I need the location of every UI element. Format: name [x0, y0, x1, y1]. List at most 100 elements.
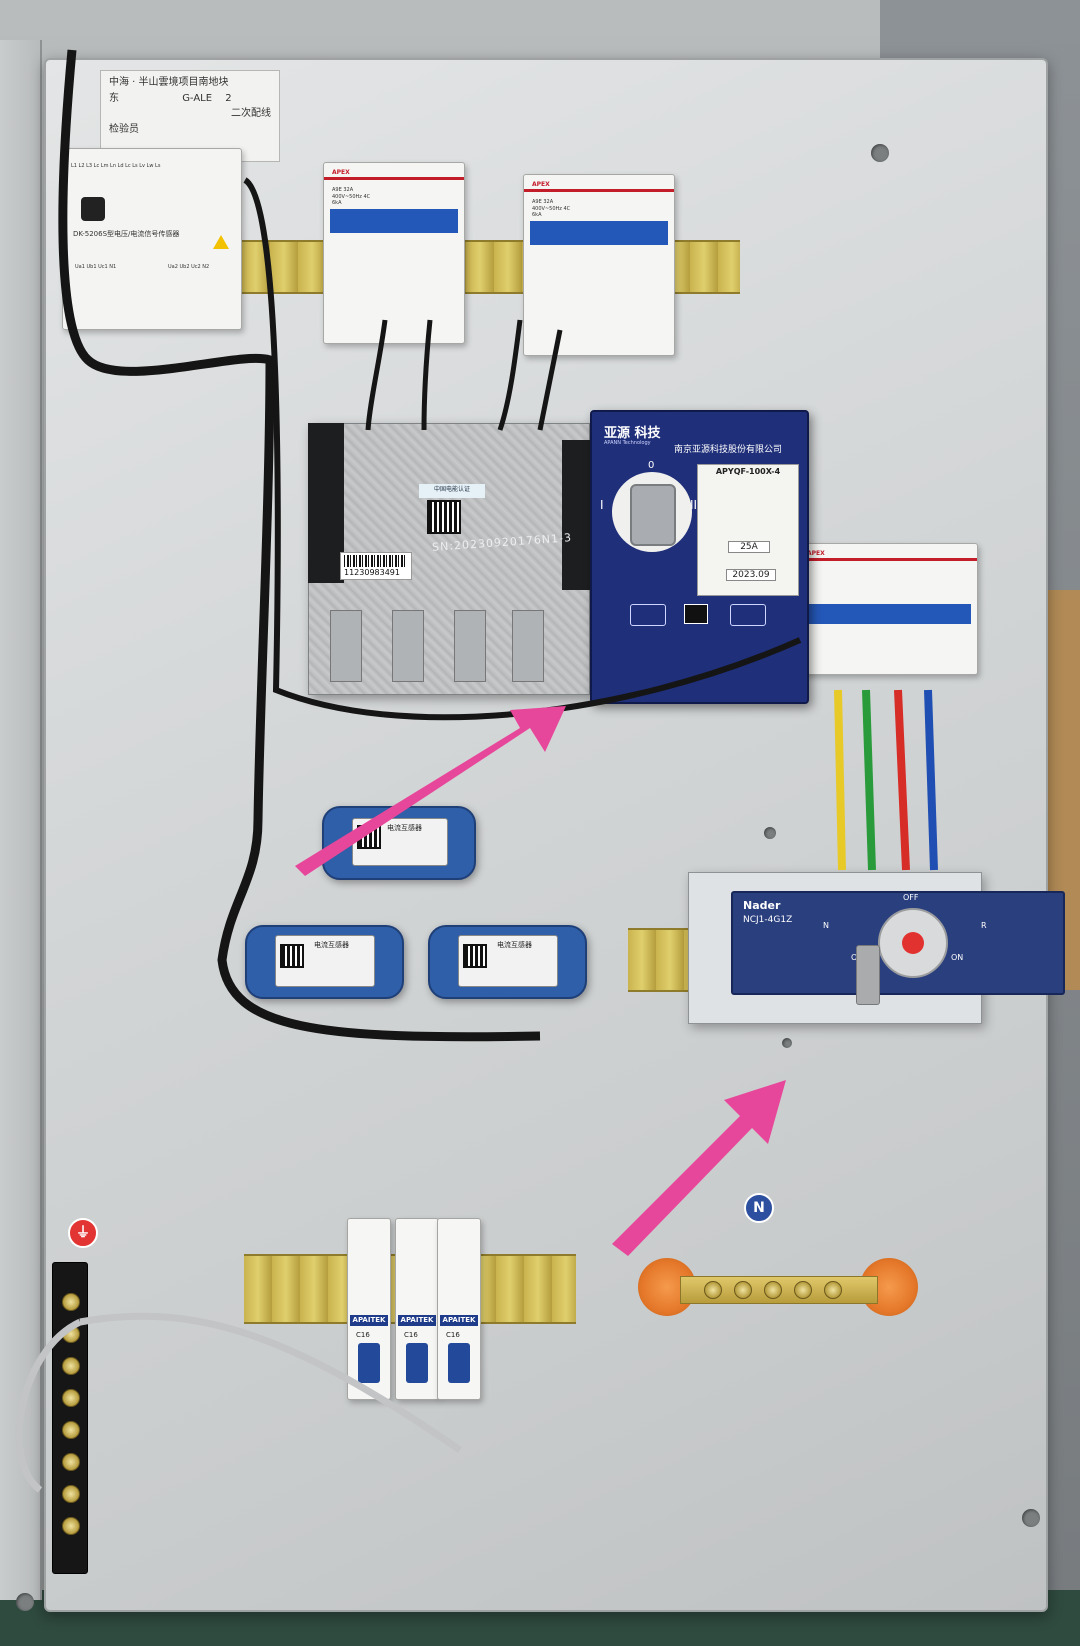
mcb-brand: APAITEK [350, 1315, 388, 1326]
isolator-model: NCJ1-4G1Z [743, 915, 793, 925]
ct-title: 电流互感器 [314, 941, 349, 949]
ats-power-switch[interactable] [684, 604, 708, 624]
mounting-hole [16, 1593, 34, 1611]
sensor-terminal-strip-bottom-right: Ua2 Ub2 Uc2 N2 [168, 264, 210, 270]
ats-rotary-knob[interactable] [630, 484, 676, 546]
busbar-screw [62, 1453, 80, 1471]
mounting-hole [1022, 1509, 1040, 1527]
isolator-lever[interactable] [856, 945, 880, 1005]
barcode-bars [344, 555, 406, 567]
breaker-red-stripe [524, 189, 674, 192]
isolator-rotary-handle[interactable] [878, 908, 948, 978]
busbar-screw [794, 1281, 812, 1299]
isolator-front-panel: Nader NCJ1-4G1Z N ON I OFF ON R [731, 891, 1065, 995]
mcb-toggle[interactable] [358, 1343, 380, 1383]
ats-connector-left [630, 604, 666, 626]
breaker-4p-right: APEX A9E 32A 400V~50Hz 4C 6kA [523, 174, 675, 356]
breaker-toggle-bar [330, 209, 458, 233]
ats-position-I: I [600, 498, 604, 512]
black-wire [497, 319, 523, 431]
isolator-switch-body: Nader NCJ1-4G1Z N ON I OFF ON R [688, 872, 1065, 1024]
breaker-brand: APEX [807, 550, 825, 557]
label-line: 中海 · 半山雲境项目南地块 [109, 77, 229, 88]
busbar-screw [62, 1389, 80, 1407]
mounting-hole [871, 144, 889, 162]
breaker-4p-left: APEX A9E 32A 400V~50Hz 4C 6kA [323, 162, 465, 344]
busbar-screw [62, 1293, 80, 1311]
busbar-screw [62, 1485, 80, 1503]
isolator-handle-red-cap [902, 932, 924, 954]
isolator-n-label: N [823, 921, 829, 930]
breaker-spec: A9E 32A 400V~50Hz 4C 6kA [532, 199, 571, 218]
mcb-brand: APAITEK [398, 1315, 436, 1326]
black-wire [421, 319, 433, 431]
ats-cert-label: 中国电能认证 [419, 484, 485, 498]
black-wire-harness [243, 177, 802, 721]
current-transformer-right: 电流互感器 [428, 925, 587, 999]
breaker-toggle-bar [530, 221, 668, 245]
ats-company-name: 南京亚源科技股份有限公司 [674, 445, 783, 455]
label-line: 东 G-ALE 2 [109, 92, 232, 104]
black-wire-harness [58, 49, 541, 1042]
label-line: 二次配线 [231, 108, 271, 119]
isolator-r-label: R [981, 921, 987, 930]
mcb-toggle[interactable] [448, 1343, 470, 1383]
breaker-brand: APEX [532, 181, 550, 188]
barcode-number: 11230983491 [344, 568, 400, 577]
mcb-1p: APAITEK C16 [395, 1218, 439, 1400]
ats-copper-terminal [512, 610, 544, 682]
isolator-brand: Nader [743, 899, 781, 912]
ct-title: 电流互感器 [497, 941, 532, 949]
isolator-on2-label: ON [951, 953, 964, 962]
ats-nameplate: APYQF-100X-4 25A 2023.09 [697, 464, 799, 596]
mcb-1p: APAITEK C16 [437, 1218, 481, 1400]
breaker-spec: A9E 32A 400V~50Hz 4C 6kA [332, 187, 371, 206]
ats-connector-right [730, 604, 766, 626]
neutral-busbar [638, 1258, 920, 1316]
breaker-brand: APEX [332, 169, 350, 176]
warning-icon [213, 235, 229, 249]
blue-wire [924, 689, 938, 871]
ats-copper-terminal [392, 610, 424, 682]
sensor-led-icon [81, 197, 105, 221]
ct-label: 电流互感器 [458, 935, 558, 987]
breaker-red-stripe [324, 177, 464, 180]
mcb-rating: C16 [446, 1331, 460, 1339]
project-label-card: 中海 · 半山雲境项目南地块 东 G-ALE 2 二次配线 检验员 [100, 70, 280, 162]
ats-logo-sub: APANN Technology [604, 440, 651, 446]
mcb-1p: APAITEK C16 [347, 1218, 391, 1400]
mcb-rating: C16 [404, 1331, 418, 1339]
yellow-wire [834, 689, 846, 871]
mcb-brand: APAITEK [440, 1315, 478, 1326]
mcb-toggle[interactable] [406, 1343, 428, 1383]
busbar-screw [62, 1421, 80, 1439]
ct-title: 电流互感器 [387, 824, 422, 832]
busbar-screw [704, 1281, 722, 1299]
ats-controller: 亚源 科技 APANN Technology 南京亚源科技股份有限公司 I 0 … [590, 410, 809, 704]
ats-copper-terminal [330, 610, 362, 682]
mounting-hole [764, 827, 776, 839]
busbar-screw [734, 1281, 752, 1299]
ats-date: 2023.09 [726, 569, 776, 581]
busbar-screw [62, 1357, 80, 1375]
green-wire [862, 689, 876, 871]
earth-braid-wire [15, 1312, 462, 1493]
mounting-hole [782, 1038, 792, 1048]
current-transformer-left: 电流互感器 [245, 925, 404, 999]
breaker-red-stripe [799, 558, 977, 561]
ats-current-rating: 25A [728, 541, 770, 553]
ct-qr-code [463, 944, 487, 968]
black-wire [537, 329, 563, 431]
ats-position-0: 0 [648, 460, 655, 471]
sensor-terminal-strip-top: L1 L2 L3 Lc Lm Ln Ld Lc Ls Lv Lw Ls [71, 163, 161, 169]
busbar-screw [764, 1281, 782, 1299]
ats-copper-terminal [454, 610, 486, 682]
ats-body-left-block [308, 423, 344, 583]
ats-model: APYQF-100X-4 [715, 467, 781, 476]
black-wire [365, 319, 388, 431]
mcb-rating: C16 [356, 1331, 370, 1339]
ats-qr-code [427, 500, 461, 534]
earth-symbol-icon: ⏚ [68, 1218, 98, 1248]
ct-qr-code [280, 944, 304, 968]
isolator-off-label: OFF [903, 893, 919, 902]
